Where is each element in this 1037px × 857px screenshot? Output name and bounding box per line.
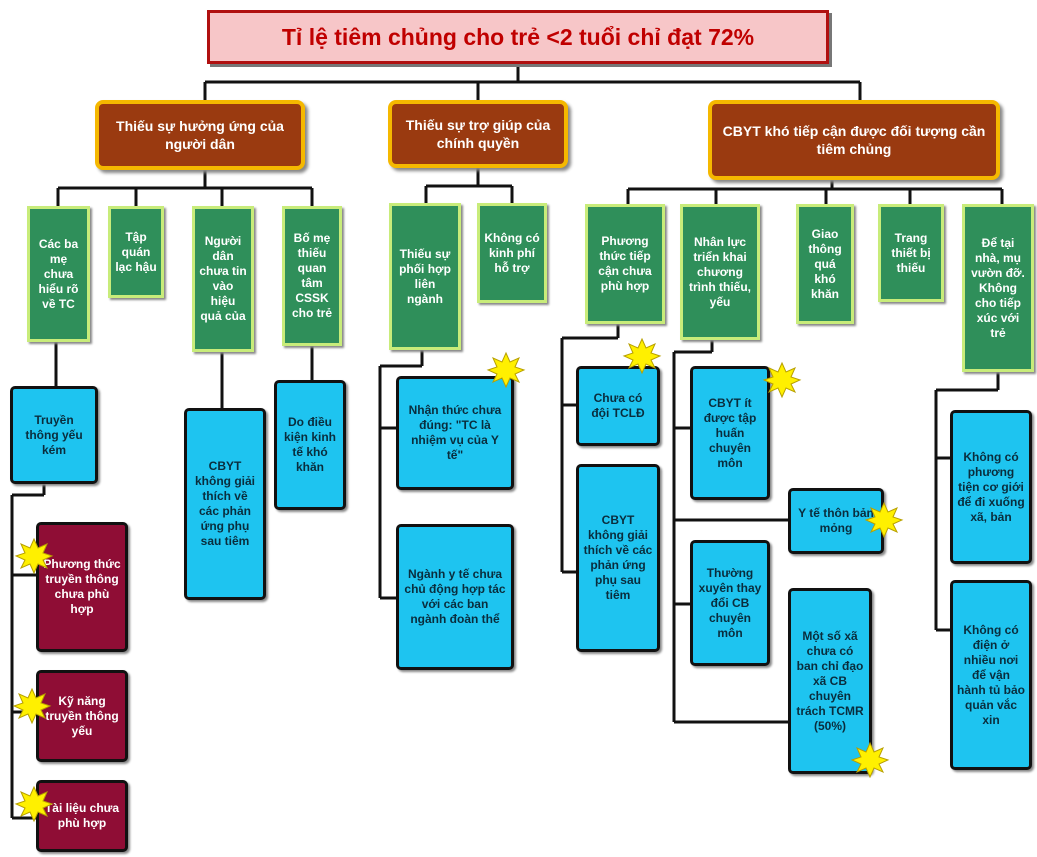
highlight-star-icon bbox=[865, 502, 903, 538]
root-cause-c2-4: Một số xã chưa có ban chỉ đạo xã CB chuy… bbox=[788, 588, 872, 774]
subcause-c1: Phương thức tiếp cận chưa phù hợp bbox=[585, 204, 665, 324]
root-cause-a3-1: CBYT không giải thích về các phản ứng ph… bbox=[184, 408, 266, 600]
root-cause-c5-1: Không có phương tiện cơ giới để đi xuống… bbox=[950, 410, 1032, 564]
detail-cause-m1: Phương thức truyền thông chưa phù hợp bbox=[36, 522, 128, 652]
subcause-a2: Tập quán lạc hậu bbox=[108, 206, 164, 298]
root-cause-c1-2: CBYT không giải thích về các phản ứng ph… bbox=[576, 464, 660, 652]
root-cause-c2-2: Y tế thôn bản mỏng bbox=[788, 488, 884, 554]
highlight-star-icon bbox=[13, 688, 51, 724]
subcause-b1: Thiếu sự phối hợp liên ngành bbox=[389, 203, 461, 350]
highlight-star-icon bbox=[851, 742, 889, 778]
highlight-star-icon bbox=[15, 786, 53, 822]
detail-cause-m3: Tài liệu chưa phù hợp bbox=[36, 780, 128, 852]
root-cause-c2-1: CBYT ít được tập huấn chuyên môn bbox=[690, 366, 770, 500]
subcause-c5: Để tại nhà, mụ vườn đỡ. Không cho tiếp x… bbox=[962, 204, 1034, 372]
highlight-star-icon bbox=[15, 538, 53, 574]
root-problem-box: Tỉ lệ tiêm chủng cho trẻ <2 tuổi chỉ đạt… bbox=[207, 10, 829, 64]
subcause-c2: Nhân lực triển khai chương trình thiếu, … bbox=[680, 204, 760, 340]
highlight-star-icon bbox=[623, 338, 661, 374]
subcause-a1: Các ba mẹ chưa hiểu rõ về TC bbox=[27, 206, 90, 342]
subcause-c3: Giao thông quá khó khăn bbox=[796, 204, 854, 324]
detail-cause-m2: Kỹ năng truyền thông yếu bbox=[36, 670, 128, 762]
cause-box-government: Thiếu sự trợ giúp của chính quyền bbox=[388, 100, 568, 168]
cause-box-health-worker: CBYT khó tiếp cận được đối tượng cần tiê… bbox=[708, 100, 1000, 180]
subcause-c4: Trang thiết bị thiếu bbox=[878, 204, 944, 302]
root-cause-b1-2: Ngành y tế chưa chủ động hợp tác với các… bbox=[396, 524, 514, 670]
root-cause-c2-3: Thường xuyên thay đổi CB chuyên môn bbox=[690, 540, 770, 666]
root-cause-c5-2: Không có điện ở nhiều nơi để vận hành tủ… bbox=[950, 580, 1032, 770]
highlight-star-icon bbox=[487, 352, 525, 388]
highlight-star-icon bbox=[763, 362, 801, 398]
root-cause-a1-1: Truyền thông yếu kém bbox=[10, 386, 98, 484]
root-cause-a4-1: Do điều kiện kinh tế khó khăn bbox=[274, 380, 346, 510]
root-cause-b1-1: Nhận thức chưa đúng: "TC là nhiệm vụ của… bbox=[396, 376, 514, 490]
subcause-b2: Không có kinh phí hỗ trợ bbox=[477, 203, 547, 303]
root-cause-c1-1: Chưa có đội TCLĐ bbox=[576, 366, 660, 446]
subcause-a4: Bố mẹ thiếu quan tâm CSSK cho trẻ bbox=[282, 206, 342, 346]
subcause-a3: Người dân chưa tin vào hiệu quả của bbox=[192, 206, 254, 352]
cause-box-community: Thiếu sự hưởng ứng của người dân bbox=[95, 100, 305, 170]
